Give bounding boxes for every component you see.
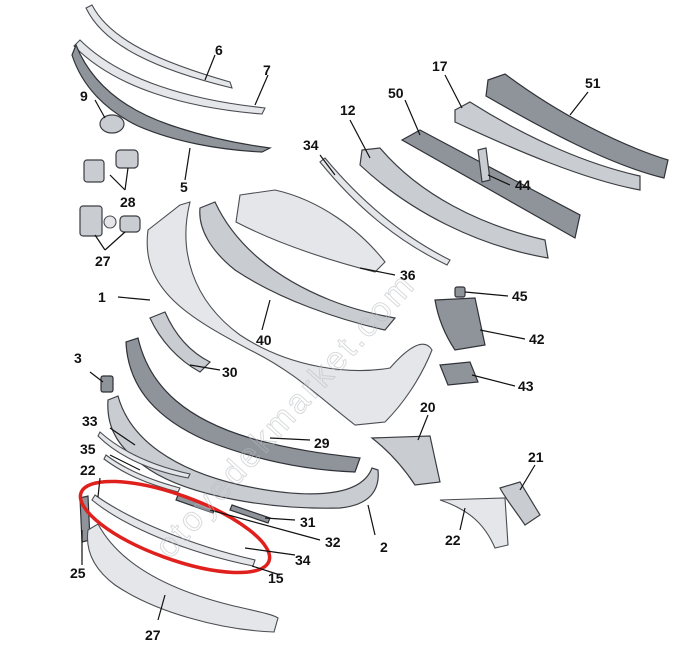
part-17-absorber (454, 101, 641, 191)
callout-29: 28 (120, 194, 136, 210)
part-21-bezel (499, 481, 541, 526)
part-6-trim (85, 4, 233, 89)
callout-2: 2 (380, 539, 388, 555)
part-7-trim (73, 39, 266, 115)
part-29-sensor-b (115, 149, 139, 169)
callout-34: 33 (82, 413, 98, 429)
part-22-bezel (439, 497, 509, 549)
callout-33: 32 (325, 534, 341, 550)
callout-9: 9 (80, 88, 88, 104)
part-42-bracket (434, 297, 486, 351)
callout-32: 31 (300, 514, 316, 530)
part-30-grille (125, 337, 361, 473)
callout-1: 1 (98, 289, 106, 305)
part-35-strip (319, 157, 451, 266)
callout-51: 51 (585, 75, 601, 91)
part-28-sensor (119, 215, 141, 233)
part-2-skirt (107, 395, 379, 509)
part-27-skid-plate (86, 523, 279, 633)
part-41-frame (199, 201, 397, 331)
callout-31: 30 (222, 364, 238, 380)
callout-3: 3 (74, 350, 82, 366)
leader-lines (81, 54, 589, 621)
part-28-bracket (79, 205, 103, 237)
callout-40: 36 (400, 267, 416, 283)
callout-41: 40 (256, 332, 272, 348)
callout-25: 22 (80, 462, 96, 478)
callout-36: 35 (80, 441, 96, 457)
callout-12: 12 (340, 102, 356, 118)
callout-42: 42 (529, 331, 545, 347)
callout-43: 43 (518, 378, 534, 394)
highlight-ellipse (78, 479, 272, 575)
callout-30: 29 (314, 435, 330, 451)
part-40-undertray (235, 189, 386, 273)
part-12-absorber (359, 147, 549, 259)
callout-44: 44 (515, 177, 531, 193)
part-36-strip (103, 454, 181, 493)
callout-45: 45 (512, 288, 528, 304)
callout-17: 17 (432, 58, 448, 74)
callout-35-upper: 34 (303, 137, 319, 153)
callout-7: 7 (263, 62, 271, 78)
part-5-grille-panel (71, 43, 273, 153)
part-29-sensor-a (83, 159, 105, 183)
part-9-emblem (99, 114, 125, 134)
part-34-strip (97, 431, 191, 479)
part-20-bezel (370, 435, 441, 486)
part-51-support (485, 73, 669, 179)
part-45-clip (454, 286, 466, 298)
part-43-bracket (439, 361, 479, 386)
part-50-beam (400, 129, 581, 239)
callout-5: 5 (180, 179, 188, 195)
callout-50: 50 (388, 85, 404, 101)
part-1-bumper (146, 201, 433, 426)
callout-21: 21 (528, 449, 544, 465)
callout-22: 22 (445, 532, 461, 548)
part-31-vent (149, 311, 212, 373)
part-3-bracket (100, 375, 114, 393)
part-28-ring (103, 215, 117, 229)
callout-15: 15 (268, 570, 284, 586)
part-44-bracket (477, 147, 491, 183)
part-32-strip (229, 504, 271, 524)
callout-35-lower: 34 (295, 552, 311, 568)
callout-26: 25 (70, 565, 86, 581)
callout-28: 27 (95, 253, 111, 269)
callout-6: 6 (215, 42, 223, 58)
callout-27: 27 (145, 627, 161, 643)
callout-20: 20 (420, 399, 436, 415)
